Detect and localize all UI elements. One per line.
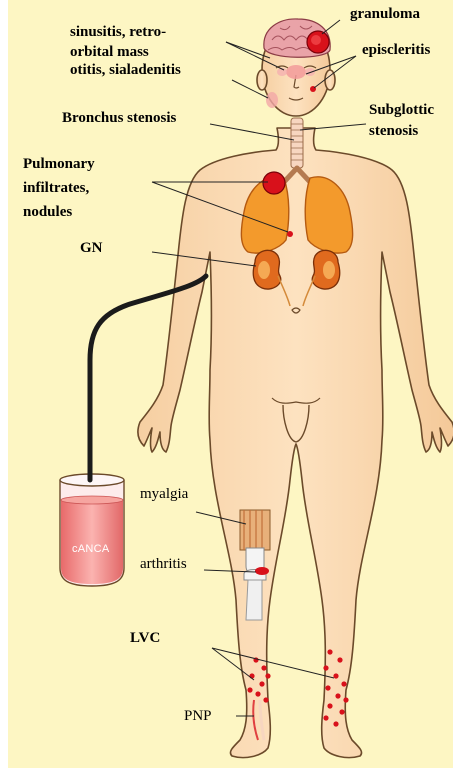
label-canca: cANCA [72,541,110,558]
label-bronchus-stenosis: Bronchus stenosis [62,110,176,127]
label-lvc: LVC [130,630,160,647]
parotid-region [266,92,278,108]
label-pulmonary-line3: nodules [23,204,72,221]
label-sinusitis-line1: sinusitis, retro- [70,24,166,41]
label-pnp: PNP [184,708,212,725]
canca-test-tube [60,474,124,586]
label-otitis: otitis, sialadenitis [70,62,181,79]
label-myalgia: myalgia [140,486,188,503]
granuloma-highlight [311,35,321,45]
label-sinusitis-line2: orbital mass [70,44,149,61]
arthritis-marker [255,567,269,575]
pulmonary-nodule [263,172,285,194]
label-arthritis: arthritis [140,556,187,573]
label-episcleritis: episcleritis [362,42,430,59]
label-gn: GN [80,240,103,257]
label-granuloma: granuloma [350,6,420,23]
label-pulmonary-line1: Pulmonary [23,156,95,173]
label-subglottic-line2: stenosis [369,123,418,140]
label-pulmonary-line2: infiltrates, [23,180,89,197]
label-subglottic-line1: Subglottic [369,102,434,119]
